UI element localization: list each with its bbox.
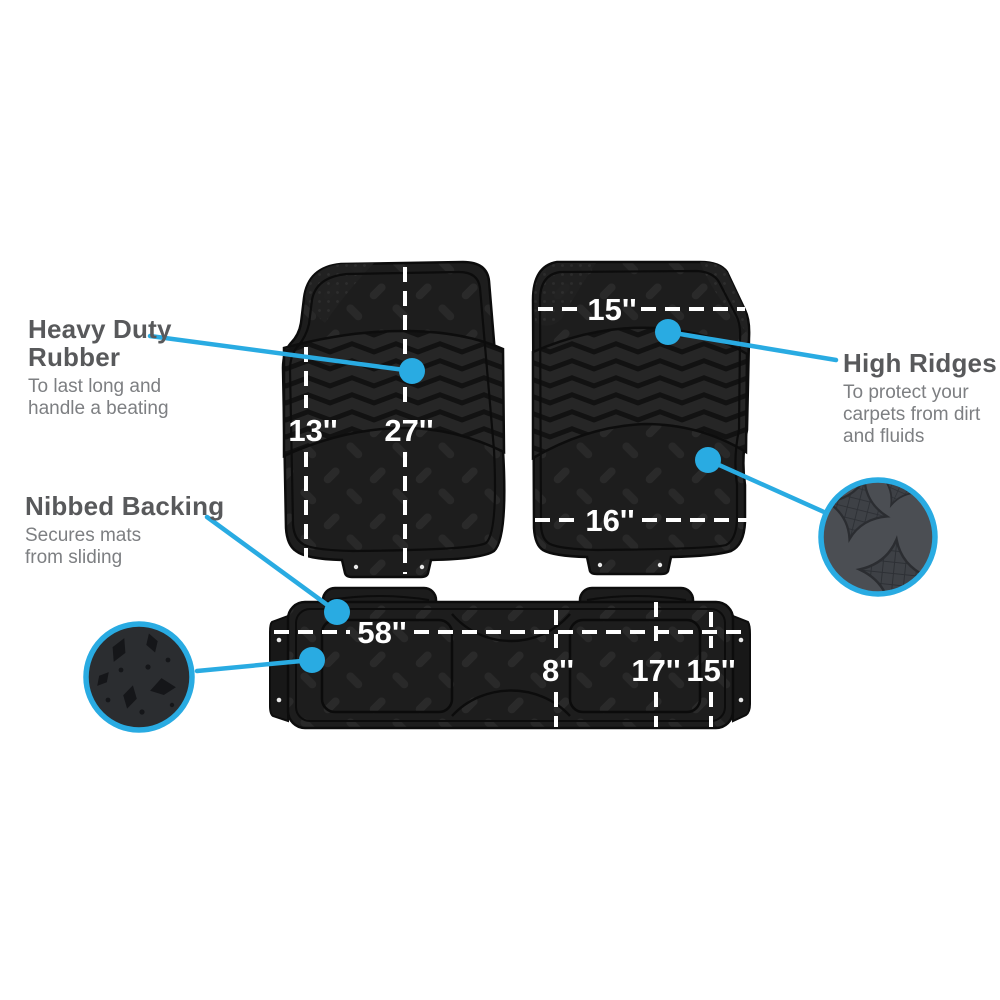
measurement-8: 8'' — [542, 653, 574, 688]
rear-mat — [269, 586, 751, 730]
heel-texture-patch — [305, 263, 374, 323]
callout-line-ridge-detail — [705, 457, 827, 515]
callout-high-ridges: High Ridges To protect your carpets from… — [843, 348, 997, 448]
callout-line-nibbed — [204, 514, 340, 615]
callout-description: To protect your carpets from dirt and fl… — [843, 382, 981, 448]
measurement-58: 58'' — [357, 615, 406, 650]
callout-title: Heavy Duty Rubber — [28, 314, 172, 373]
callout-dot-nibbed — [324, 599, 350, 625]
callout-line-heavy-duty — [147, 333, 415, 374]
callout-title: Nibbed Backing — [25, 491, 225, 521]
ridge-texture-detail — [818, 477, 938, 597]
measurement-lines — [274, 267, 750, 727]
callout-dots — [299, 319, 721, 673]
callout-dot-high-ridges — [655, 319, 681, 345]
callout-description: To last long and handle a beating — [28, 376, 169, 420]
callout-lines — [147, 329, 839, 674]
measurement-labels: 13'' 27'' 15'' 16'' 58'' 8'' 17'' 15'' — [288, 292, 735, 688]
callout-heavy-duty-rubber: Heavy Duty Rubber To last long and handl… — [28, 315, 193, 420]
front-left-mat — [281, 260, 506, 579]
measurement-15-top: 15'' — [587, 292, 636, 327]
measurement-16: 16'' — [585, 503, 634, 538]
callout-line-high-ridges — [665, 329, 839, 363]
measurement-27: 27'' — [384, 413, 433, 448]
callout-dot-ridge-detail — [695, 447, 721, 473]
callout-line-nib-detail — [194, 657, 315, 674]
measurement-17: 17'' — [631, 653, 680, 688]
measurement-15-rear: 15'' — [686, 653, 735, 688]
front-right-mat — [531, 260, 751, 576]
callout-description: Secures mats from sliding — [25, 525, 142, 569]
ridge-band — [531, 326, 749, 461]
callout-dot-heavy-duty — [399, 358, 425, 384]
callout-dot-nib-detail — [299, 647, 325, 673]
side-flap — [269, 614, 289, 723]
nib-texture-detail — [83, 621, 195, 733]
callout-nibbed-backing: Nibbed Backing Secures mats from sliding — [25, 491, 225, 569]
measurement-13: 13'' — [288, 413, 337, 448]
side-flap — [732, 614, 751, 723]
callout-title: High Ridges — [843, 348, 997, 378]
